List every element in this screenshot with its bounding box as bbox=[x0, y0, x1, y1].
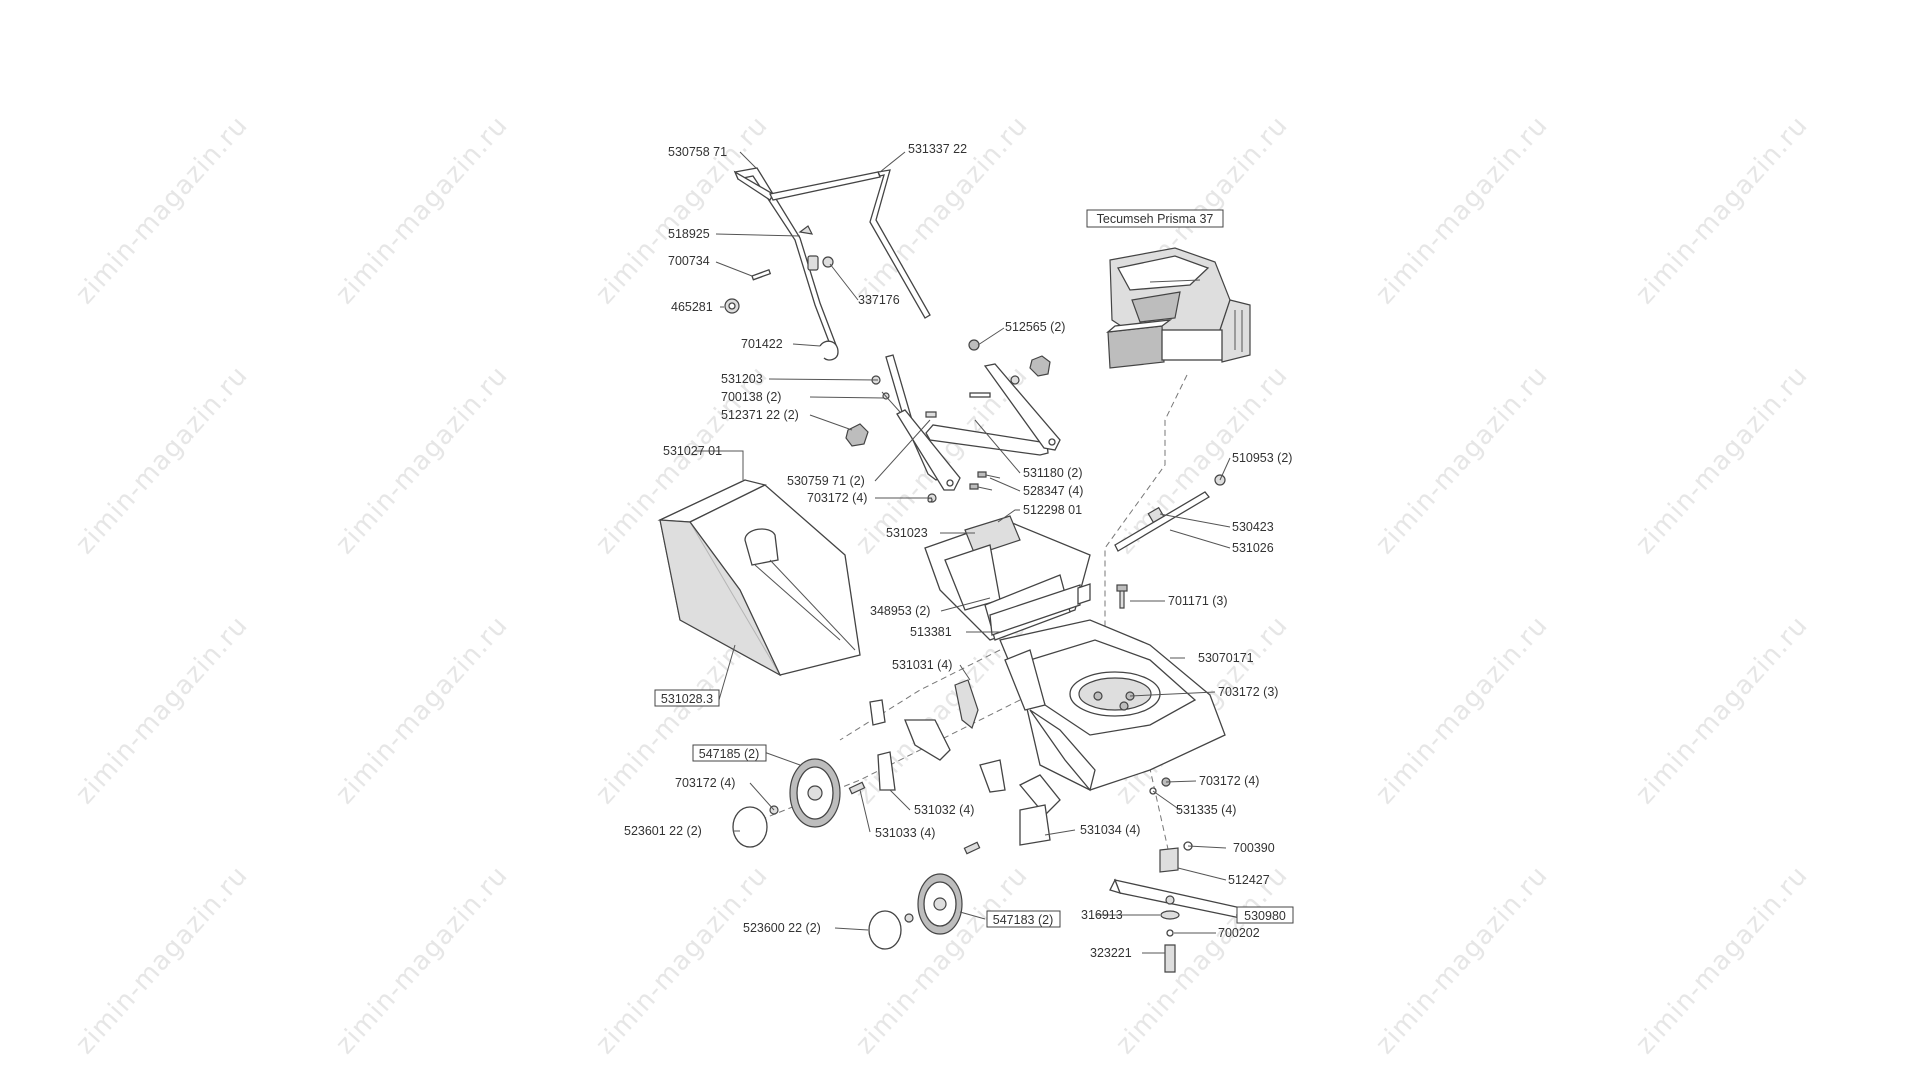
label-316913: 316913 bbox=[1081, 908, 1123, 922]
part-labels: 530758 71 531337 22 518925 700734 337176… bbox=[624, 142, 1294, 960]
label-512565: 512565 (2) bbox=[1005, 320, 1065, 334]
height-lever-left bbox=[896, 409, 961, 491]
hinge-513381 bbox=[989, 583, 1091, 636]
label-512427: 512427 bbox=[1228, 873, 1270, 887]
label-531337: 531337 22 bbox=[908, 142, 967, 156]
label-700390: 700390 bbox=[1233, 841, 1275, 855]
adapter-512427-icon bbox=[1159, 847, 1179, 873]
label-531335: 531335 (4) bbox=[1176, 803, 1236, 817]
clip-701422-icon bbox=[819, 340, 839, 361]
label-700138: 700138 (2) bbox=[721, 390, 781, 404]
mower-deck-53070171 bbox=[999, 619, 1226, 792]
label-701171: 701171 (3) bbox=[1168, 594, 1228, 608]
label-528347: 528347 (4) bbox=[1023, 484, 1083, 498]
label-700734: 700734 bbox=[668, 254, 710, 268]
height-lever-right bbox=[983, 363, 1061, 451]
engine-tecumseh bbox=[1105, 247, 1251, 369]
label-523600: 523600 22 (2) bbox=[743, 921, 821, 935]
label-348953: 348953 (2) bbox=[870, 604, 930, 618]
wheel-547185 bbox=[789, 758, 841, 828]
label-700202: 700202 bbox=[1218, 926, 1260, 940]
label-531033: 531033 (4) bbox=[875, 826, 935, 840]
label-530980: 530980 bbox=[1244, 909, 1286, 923]
label-510953: 510953 (2) bbox=[1232, 451, 1292, 465]
label-box-530980 bbox=[1236, 906, 1294, 924]
grass-catcher-531027 bbox=[657, 479, 861, 677]
label-531026: 531026 bbox=[1232, 541, 1274, 555]
label-703172d: 703172 (4) bbox=[1199, 774, 1259, 788]
label-box-547185 bbox=[692, 744, 767, 762]
label-701422: 701422 bbox=[741, 337, 783, 351]
label-337176: 337176 bbox=[858, 293, 900, 307]
label-703172a: 703172 (4) bbox=[807, 491, 867, 505]
label-530759: 530759 71 (2) bbox=[787, 474, 865, 488]
label-531023: 531023 bbox=[886, 526, 928, 540]
label-531180: 531180 (2) bbox=[1023, 466, 1083, 480]
label-703172c: 703172 (4) bbox=[675, 776, 735, 790]
label-531203: 531203 bbox=[721, 372, 763, 386]
wheel-547183 bbox=[917, 873, 963, 935]
label-531027: 531027 01 bbox=[663, 444, 722, 458]
label-513381: 513381 bbox=[910, 625, 952, 639]
label-518925: 518925 bbox=[668, 227, 710, 241]
bracket-531031-icon bbox=[954, 679, 979, 730]
engine-label-box bbox=[1086, 209, 1224, 228]
label-531034: 531034 (4) bbox=[1080, 823, 1140, 837]
label-512371: 512371 22 (2) bbox=[721, 408, 799, 422]
upper-handle-right bbox=[769, 169, 931, 319]
knob-518925-icon bbox=[807, 255, 819, 271]
label-703172b: 703172 (3) bbox=[1218, 685, 1278, 699]
label-530701: 53070171 bbox=[1198, 651, 1254, 665]
bracket-531034-icon bbox=[1019, 804, 1051, 846]
knob-512371-left-icon bbox=[845, 423, 869, 447]
label-530423: 530423 bbox=[1232, 520, 1274, 534]
axle-531026 bbox=[1114, 474, 1226, 552]
label-547185: 547185 (2) bbox=[699, 747, 759, 761]
label-531031: 531031 (4) bbox=[892, 658, 952, 672]
bracket-531032-icon bbox=[904, 719, 951, 761]
nut-512565-icon bbox=[968, 339, 980, 351]
label-512298: 512298 01 bbox=[1023, 503, 1082, 517]
label-323221: 323221 bbox=[1090, 946, 1132, 960]
bolt-323221-icon bbox=[1164, 944, 1176, 973]
hubcap-523601-icon bbox=[732, 806, 768, 848]
label-530758: 530758 71 bbox=[668, 145, 727, 159]
label-box-531028 bbox=[654, 689, 720, 707]
label-523601: 523601 22 (2) bbox=[624, 824, 702, 838]
label-465281: 465281 bbox=[671, 300, 713, 314]
label-547183: 547183 (2) bbox=[993, 913, 1053, 927]
hubcap-523600-icon bbox=[868, 910, 902, 950]
label-box-547183 bbox=[986, 910, 1061, 928]
knob-right-icon bbox=[1029, 355, 1051, 377]
bolt-700734-icon bbox=[751, 269, 772, 281]
label-531028: 531028.3 bbox=[661, 692, 713, 706]
engine-label: Tecumseh Prisma 37 bbox=[1097, 212, 1214, 226]
washer-316913-icon bbox=[1160, 910, 1180, 920]
label-531032: 531032 (4) bbox=[914, 803, 974, 817]
